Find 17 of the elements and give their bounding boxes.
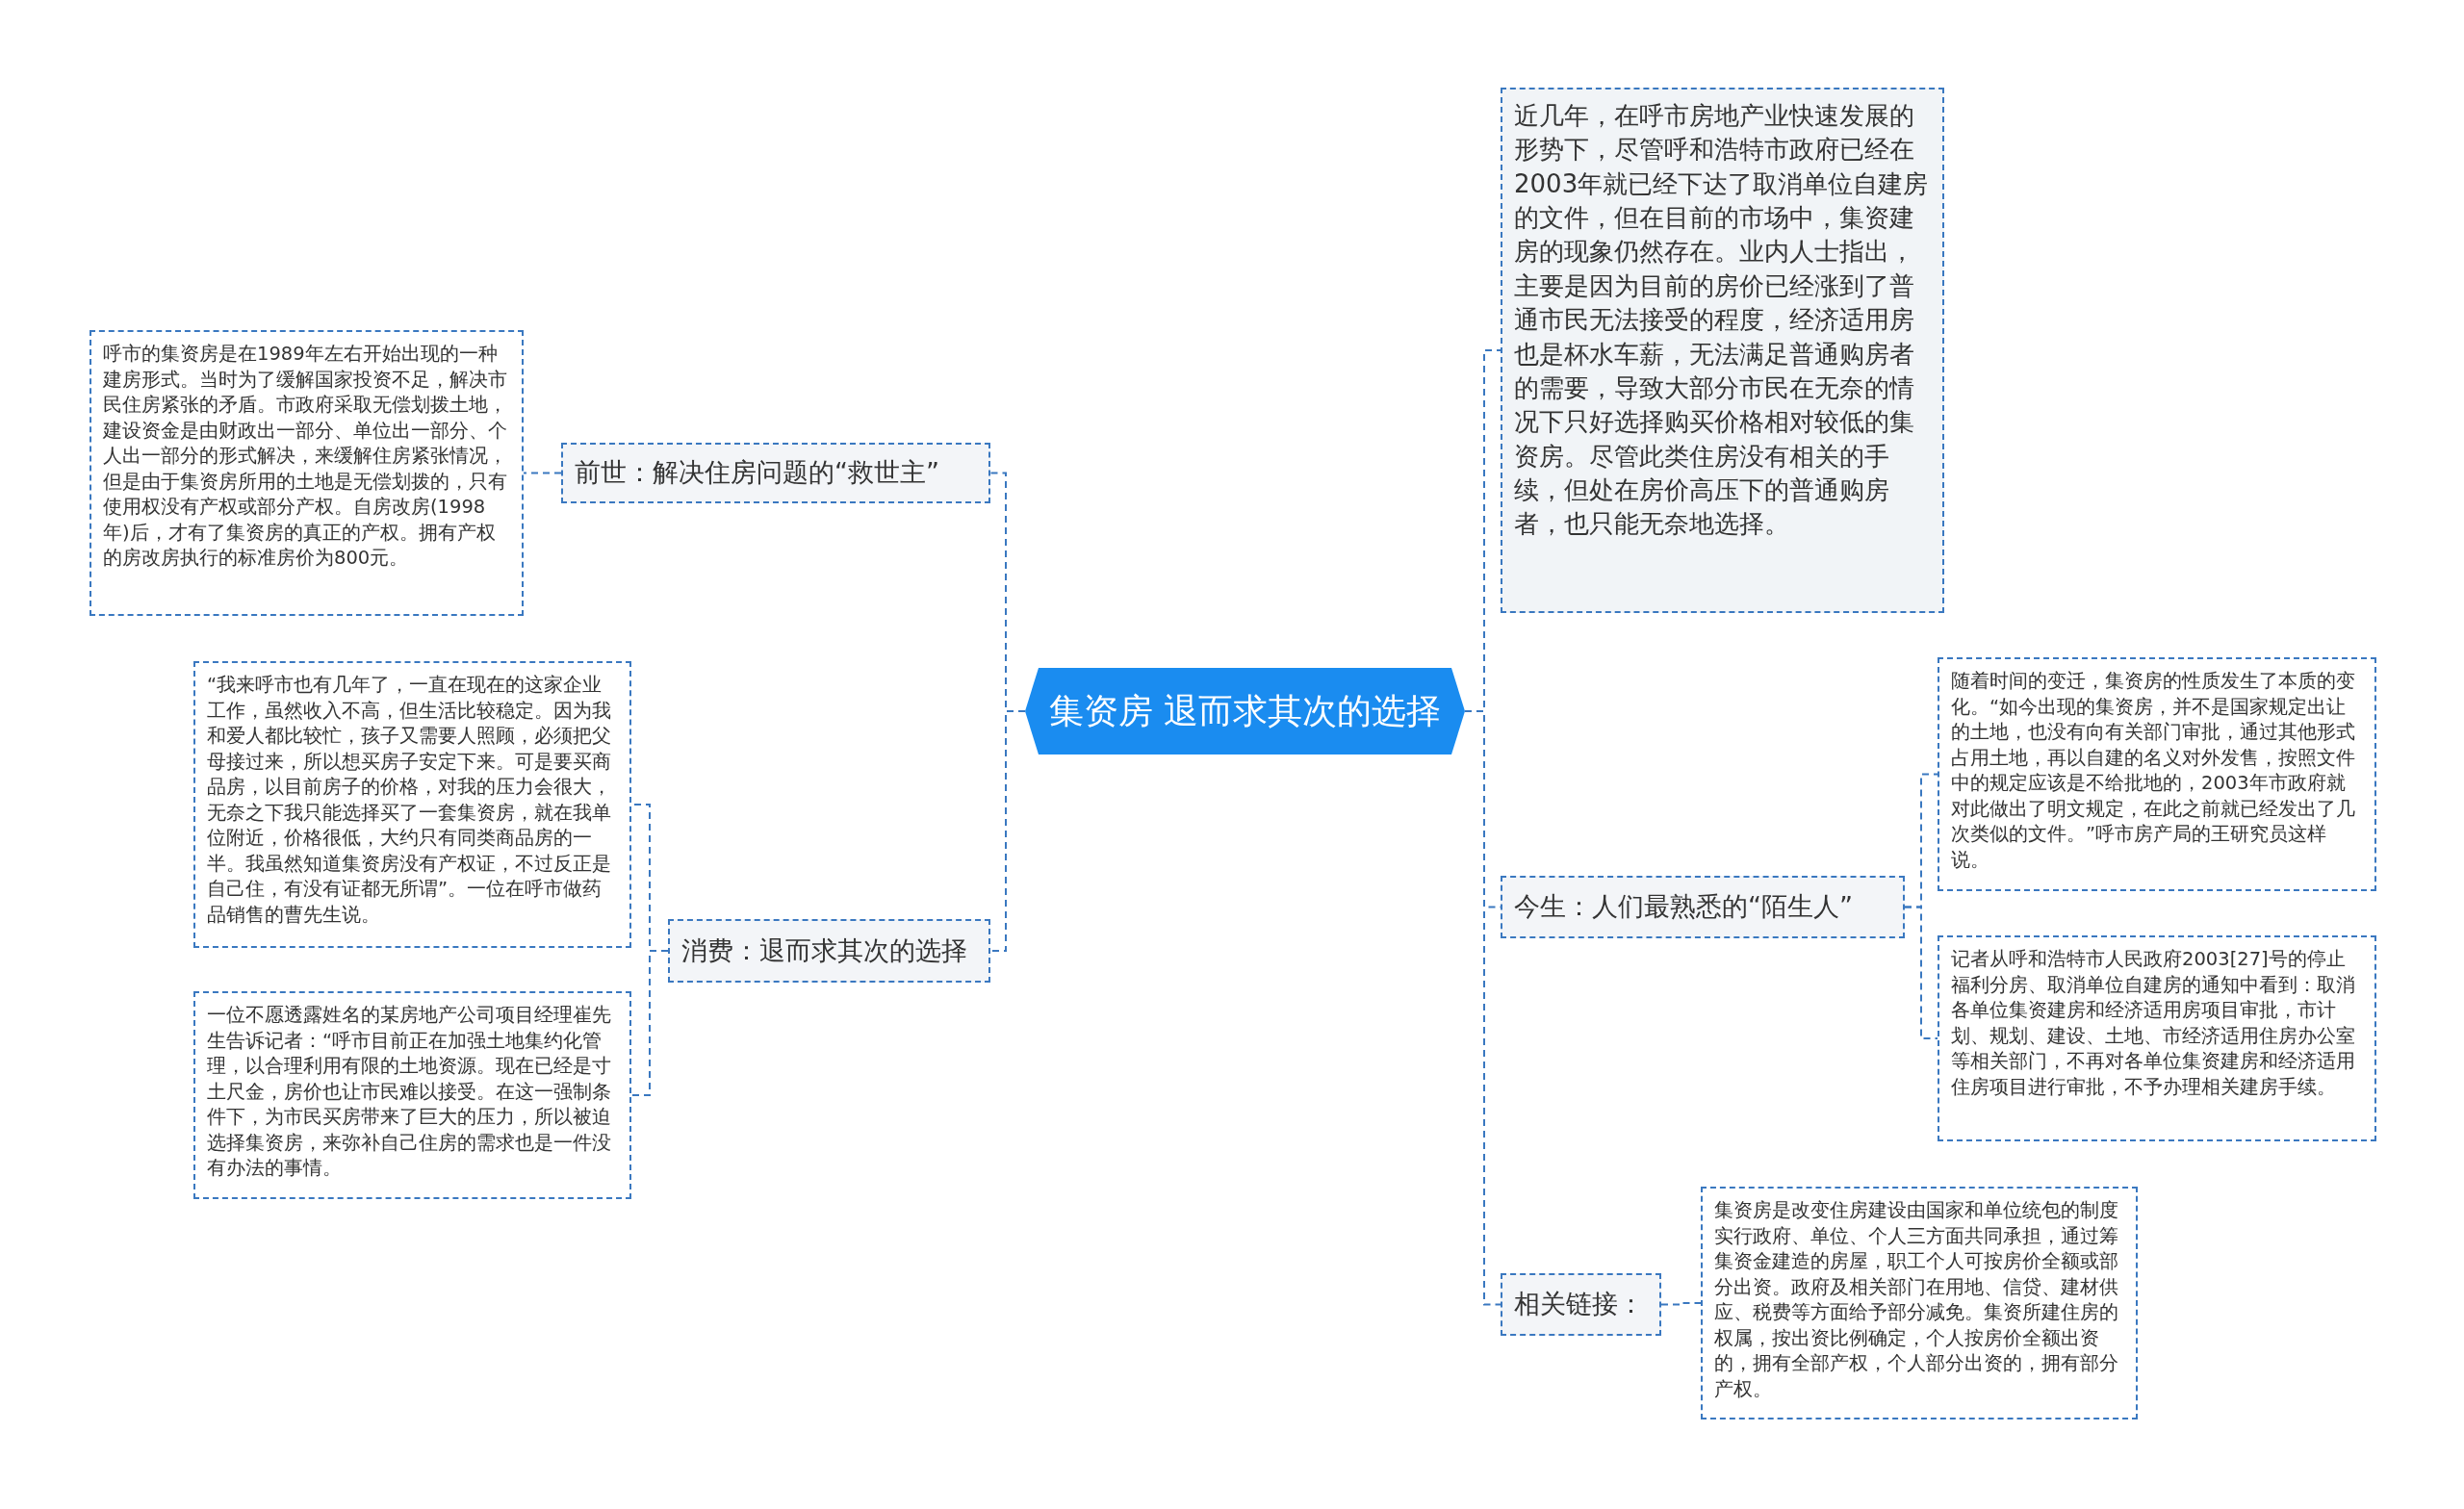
note-box: “我来呼市也有几年了，一直在现在的这家企业工作，虽然收入不高，但生活比较稳定。因为我和爱人都比较忙，孩子又需要人照顾，必须把父母接过来，所以想买房子安定下来。可是要买商品房，以目前房子的价格，对我的压力会很大，无奈之下我只能选择买了一套集资房，就在我单位附近，价格很低，大约只有同类商品房的一半。我虽然知道集资房没有产权证，不过反正是自己住，有没有证都无所谓”。一位在呼市做药品销售的曹先生说。	[193, 661, 631, 948]
note-box: 近几年，在呼市房地产业快速发展的形势下，尽管呼和浩特市政府已经在2003年就已经下达了取消单位自建房的文件，但在目前的市场中，集资建房的现象仍然存在。业内人士指出，主要是因为目前的房价已经涨到了普通市民无法接受的程度，经济适用房也是杯水车薪，无法满足普通购房者的需要，导致大部分市民在无奈的情况下只好选择购买价格相对较低的集资房。尽管此类住房没有相关的手续，但处在房价高压下的普通购房者，也只能无奈地选择。	[1501, 88, 1944, 613]
connector-line	[630, 950, 669, 1096]
connector-line	[1904, 906, 1938, 1039]
topic-box: 相关链接：	[1501, 1273, 1661, 1336]
central-topic: 集资房 退而求其次的选择	[1025, 668, 1465, 754]
note-box: 呼市的集资房是在1989年左右开始出现的一种建房形式。当时为了缓解国家投资不足，解决市民住房紧张的矛盾。市政府采取无偿划拨土地，建设资金是由财政出一部分、单位出一部分、个人出一部分的形式解决，来缓解住房紧张情况，但是由于集资房所用的土地是无偿划拨的，只有使用权没有产权或部分产权。自房改房(1998年)后，才有了集资房的真正的产权。拥有产权的房改房执行的标准房价为800元。	[90, 330, 524, 616]
topic-box: 今生：人们最熟悉的“陌生人”	[1501, 876, 1905, 938]
note-box: 随着时间的变迁，集资房的性质发生了本质的变化。“如今出现的集资房，并不是国家规定出让的土地，也没有向有关部门审批，通过其他形式占用土地，再以自建的名义对外发售，按照文件中的规定应该是不给批地的，2003年市政府就对此做出了明文规定，在此之前就已经发出了几次类似的文件。”呼市房产局的王研究员这样说。	[1938, 657, 2376, 891]
note-box: 集资房是改变住房建设由国家和单位统包的制度实行政府、单位、个人三方面共同承担，通过筹集资金建造的房屋，职工个人可按房价全额或部分出资。政府及相关部门在用地、信贷、建材供应、税费等方面给予部分减免。集资所建住房的权属，按出资比例确定，个人按房价全额出资的，拥有全部产权，个人部分出资的，拥有部分产权。	[1701, 1187, 2138, 1419]
connector-line	[989, 710, 1026, 952]
topic-box: 前世：解决住房问题的“救世主”	[561, 443, 990, 503]
topic-box: 消费：退而求其次的选择	[668, 919, 990, 983]
note-box: 记者从呼和浩特市人民政府2003[27]号的停止福利分房、取消单位自建房的通知中看到：取消各单位集资建房和经济适用房项目审批，市计划、规划、建设、土地、市经济适用住房办公室等相关部门，不再对各单位集资建房和经济适用住房项目进行审批，不予办理相关建房手续。	[1938, 935, 2376, 1141]
connector-line	[1660, 1302, 1702, 1306]
note-box: 一位不愿透露姓名的某房地产公司项目经理崔先生告诉记者：“呼市目前正在加强土地集约化管理，以合理利用有限的土地资源。现在已经是寸土尺金，房价也让市民难以接受。在这一强制条件下，为市民买房带来了巨大的压力，所以被迫选择集资房，来弥补自己住房的需求也是一件没有办法的事情。	[193, 991, 631, 1199]
connector-line	[523, 472, 562, 474]
